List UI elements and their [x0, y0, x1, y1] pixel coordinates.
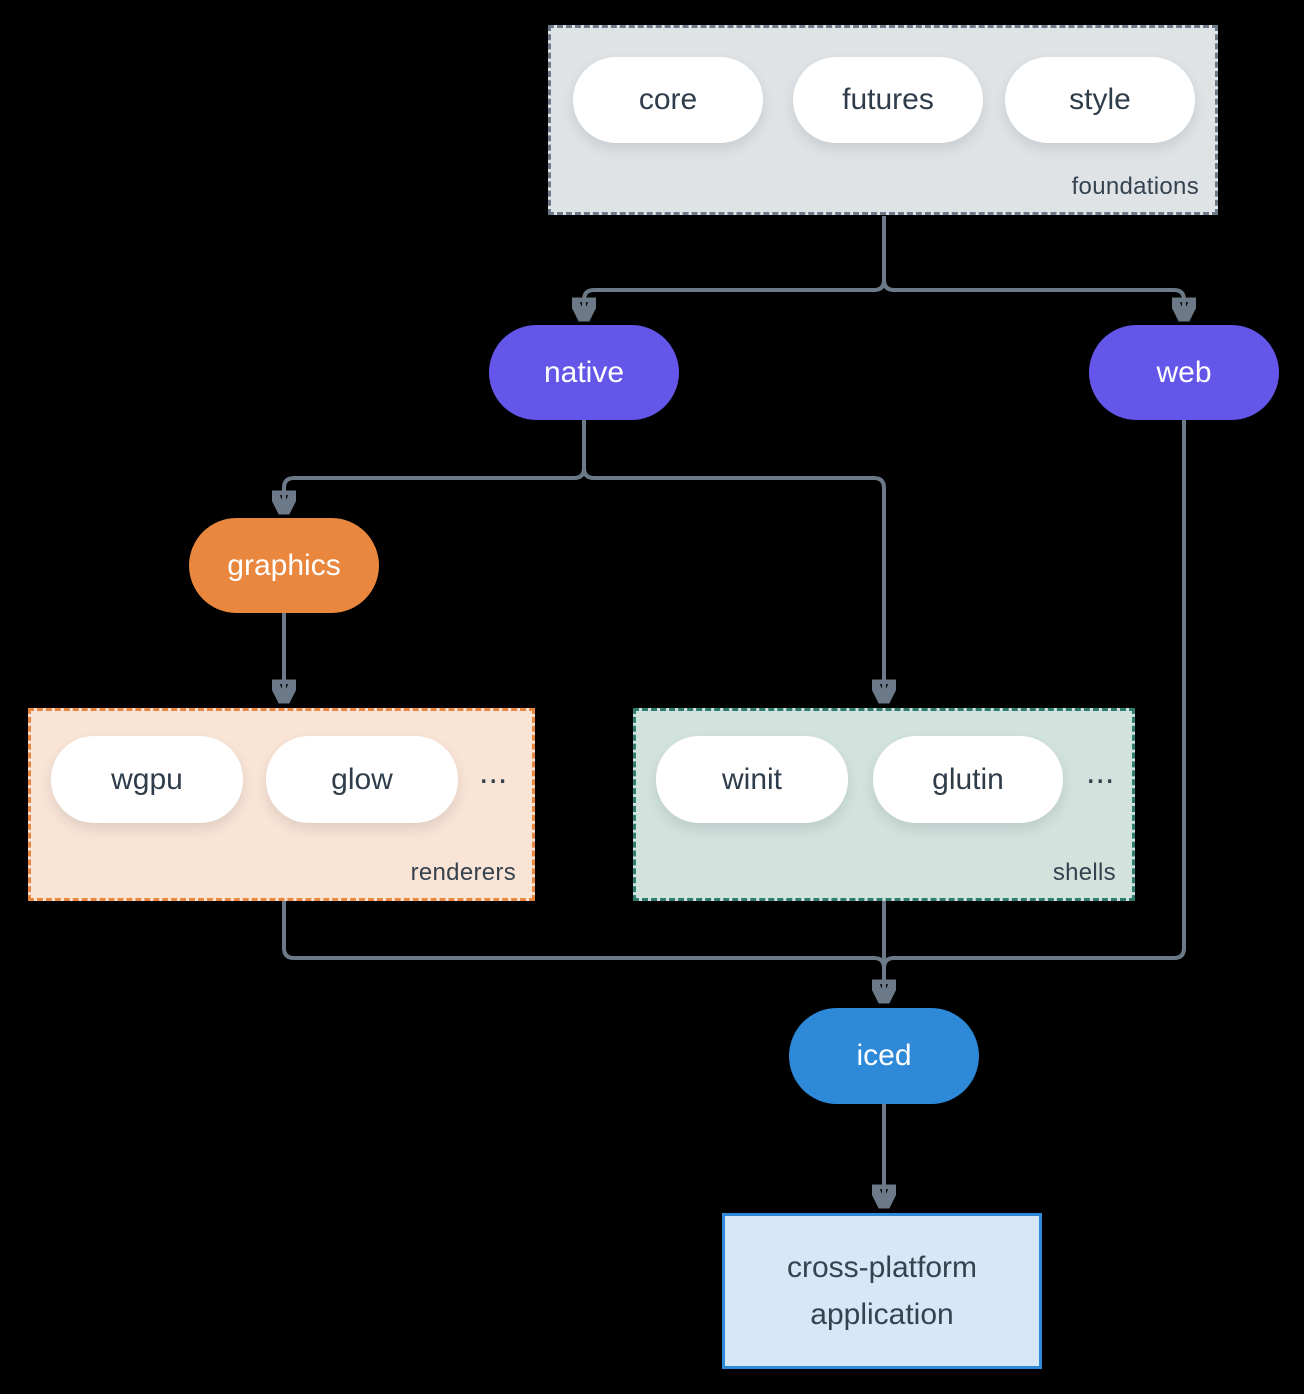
pill-futures-label: futures [842, 83, 934, 116]
pill-futures: futures [793, 57, 983, 143]
pill-winit-label: winit [721, 762, 782, 796]
node-graphics-label: graphics [227, 548, 341, 582]
renderers-group-label: renderers [410, 859, 516, 886]
pill-wgpu: wgpu [51, 736, 243, 823]
edge-renderers-iced [282, 901, 886, 985]
pill-style: style [1005, 57, 1195, 143]
renderers-ellipsis: ... [479, 753, 508, 791]
pill-winit: winit [656, 736, 848, 823]
node-graphics: graphics [189, 518, 379, 613]
application-label-line2: application [810, 1298, 954, 1331]
edge-native-shells [582, 420, 884, 701]
pill-glutin-label: glutin [932, 762, 1004, 796]
application-box: cross-platform application [722, 1213, 1042, 1369]
edge-native-graphics [284, 420, 586, 512]
application-label-line1: cross-platform [786, 1251, 978, 1284]
pill-glutin: glutin [873, 736, 1063, 823]
shells-group: winit glutin ... shells [633, 708, 1135, 901]
pill-style-label: style [1069, 83, 1131, 116]
node-web-label: web [1156, 355, 1212, 389]
shells-ellipsis: ... [1086, 753, 1115, 791]
pill-wgpu-label: wgpu [111, 762, 183, 796]
edge-foundations-web [882, 216, 1184, 319]
pill-core: core [573, 57, 763, 143]
renderers-group: wgpu glow ... renderers [28, 708, 535, 901]
edge-foundations-native [584, 216, 886, 319]
foundations-group-label: foundations [1071, 173, 1199, 200]
node-iced-label: iced [856, 1039, 912, 1072]
node-native: native [489, 325, 679, 420]
pill-glow: glow [266, 736, 458, 823]
foundations-group: core futures style foundations [548, 25, 1218, 215]
shells-group-label: shells [1052, 859, 1116, 886]
pill-glow-label: glow [331, 762, 393, 796]
node-web: web [1089, 325, 1279, 420]
pill-core-label: core [638, 83, 698, 116]
node-native-label: native [543, 355, 625, 389]
node-iced: iced [789, 1008, 979, 1104]
